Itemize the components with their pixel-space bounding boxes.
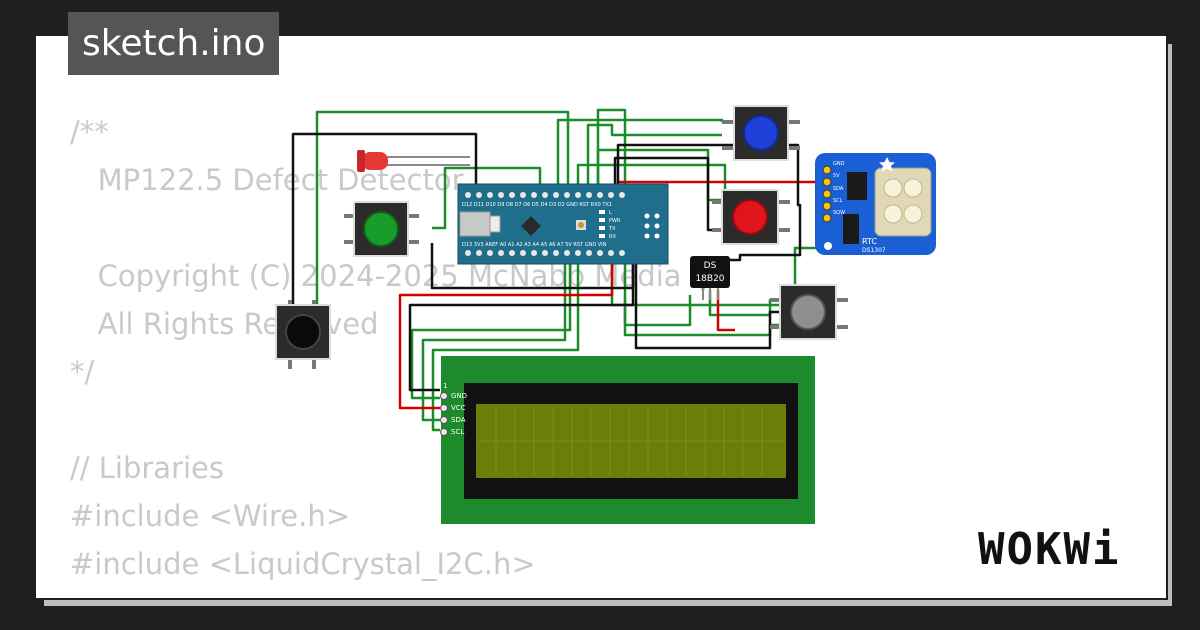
rtc-pin-5v: 5V	[833, 173, 840, 179]
code-line: // Libraries	[70, 451, 225, 485]
arduino-nano-board[interactable]: D12 D11 D10 D9 D8 D7 D6 D5 D4 D3 D2 GND …	[457, 183, 669, 265]
code-background: /** MP122.5 Defect Detector Copyright (C…	[70, 108, 682, 598]
rtc-chip-label: DS1307	[862, 247, 886, 254]
rtc-crystal	[843, 214, 859, 244]
mini-usb-connector	[459, 211, 491, 237]
coin-battery-holder	[874, 167, 932, 237]
lcd-pin-vcc: VCC	[451, 404, 466, 412]
red-led[interactable]	[357, 150, 470, 172]
ds18b20-label-1: DS	[704, 261, 717, 271]
ds18b20-sensor[interactable]: DS 18B20	[690, 256, 730, 300]
rtc-pins	[822, 165, 832, 223]
rtc-pin-sqw: SQW	[833, 210, 845, 216]
rtc-pin-scl: SCL	[833, 198, 843, 204]
code-line: */	[70, 355, 95, 389]
green-pushbutton[interactable]	[344, 201, 419, 257]
lcd-pin-scl: SCL	[451, 428, 464, 436]
file-tab[interactable]: sketch.ino	[68, 12, 280, 75]
rtc-label: RTC	[862, 237, 877, 246]
rtc-pin-gnd: GND	[833, 161, 845, 167]
lcd-pin-sda: SDA	[451, 416, 466, 424]
lcd-pin-one: 1	[443, 382, 447, 390]
blue-pushbutton[interactable]	[722, 105, 800, 161]
led-label-rx: RX	[609, 234, 616, 240]
nano-pin-headers	[465, 192, 625, 256]
code-line: #include <LiquidCrystal_I2C.h>	[70, 547, 536, 581]
red-pushbutton[interactable]	[712, 189, 790, 245]
gray-pushbutton[interactable]	[770, 284, 848, 340]
lcd-pin-gnd: GND	[451, 392, 467, 400]
rtc-pin-sda: SDA	[833, 186, 844, 192]
led-label-tx: TX	[608, 226, 616, 232]
nano-leds: L PWR TX RX	[599, 210, 621, 240]
rtc-ds1307-module[interactable]: GND 5V SDA SCL SQW RTC DS1307	[815, 153, 936, 255]
wokwi-logo: WOKWi	[978, 524, 1121, 575]
led-label-l: L	[609, 210, 612, 216]
nano-bottom-pin-labels: D13 3V3 AREF A0 A1 A2 A3 A4 A5 A6 A7 5V …	[462, 242, 607, 248]
code-line: #include <OneWire.h>	[70, 588, 682, 598]
code-line: #include <Wire.h>	[70, 499, 351, 533]
icsp-header	[644, 213, 660, 239]
ds18b20-label-2: 18B20	[695, 274, 724, 284]
led-label-pwr: PWR	[609, 218, 621, 224]
rtc-chip	[847, 172, 867, 200]
adafruit-star-icon	[879, 157, 895, 172]
code-line: /**	[70, 115, 109, 149]
black-pushbutton[interactable]	[275, 300, 331, 369]
lcd-1602-display[interactable]: 1 GND VCC SDA SCL	[440, 356, 816, 524]
preview-card: /** MP122.5 Defect Detector Copyright (C…	[34, 34, 1168, 600]
lcd-character-cells	[478, 406, 784, 476]
nano-top-pin-labels: D12 D11 D10 D9 D8 D7 D6 D5 D4 D3 D2 GND …	[462, 202, 612, 208]
lcd-pins	[440, 392, 448, 436]
